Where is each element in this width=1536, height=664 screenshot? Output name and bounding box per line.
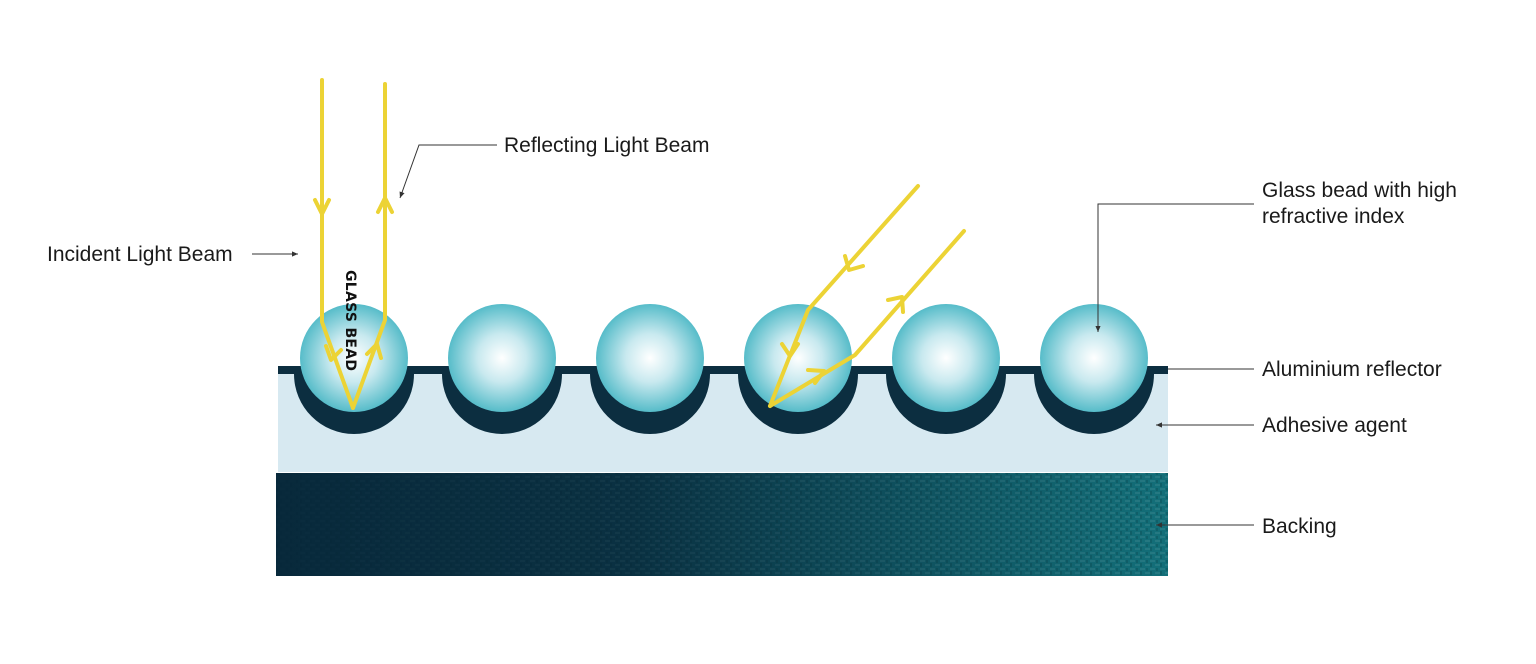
glass-bead (1040, 304, 1148, 412)
backing-label: Backing (1262, 515, 1337, 538)
leader-lines (252, 144, 1254, 528)
beam-arrowhead (376, 196, 394, 214)
beam-arrowhead (886, 295, 905, 314)
beam-arrowhead (313, 198, 331, 216)
vertical-light-beams (313, 78, 394, 410)
beam-arrowhead (324, 344, 343, 362)
backing-weave-texture (276, 473, 1168, 576)
reflected-beam-path (351, 82, 387, 410)
glass-bead-label-line1: Glass bead with high (1262, 179, 1457, 202)
glass-bead (892, 304, 1000, 412)
glass-beads (300, 304, 1148, 412)
angled-incident-beam-path (768, 184, 920, 408)
incident-beam-path (320, 78, 355, 410)
incident-beam-label: Incident Light Beam (47, 243, 233, 266)
angled-light-beams (768, 184, 966, 408)
glass-bead-vertical-label: GLASS BEAD (342, 270, 358, 371)
reflector-label: Aluminium reflector (1262, 358, 1442, 381)
reflecting-beam-leader (399, 144, 497, 199)
beam-arrowhead (806, 368, 826, 385)
reflecting-beam-label: Reflecting Light Beam (504, 134, 709, 157)
beam-arrowhead (365, 342, 383, 360)
adhesive-label: Adhesive agent (1262, 414, 1407, 437)
glass-bead-leader (1095, 203, 1254, 332)
glass-bead-label-line2: refractive index (1262, 205, 1405, 228)
beam-arrowhead (843, 254, 865, 272)
glass-bead (596, 304, 704, 412)
beam-arrowhead (780, 342, 800, 358)
glass-bead (448, 304, 556, 412)
angled-reflected-beam-path (768, 229, 966, 408)
adhesive-layer (278, 372, 1168, 472)
aluminium-reflector-layer (278, 366, 1168, 434)
glass-bead (744, 304, 852, 412)
